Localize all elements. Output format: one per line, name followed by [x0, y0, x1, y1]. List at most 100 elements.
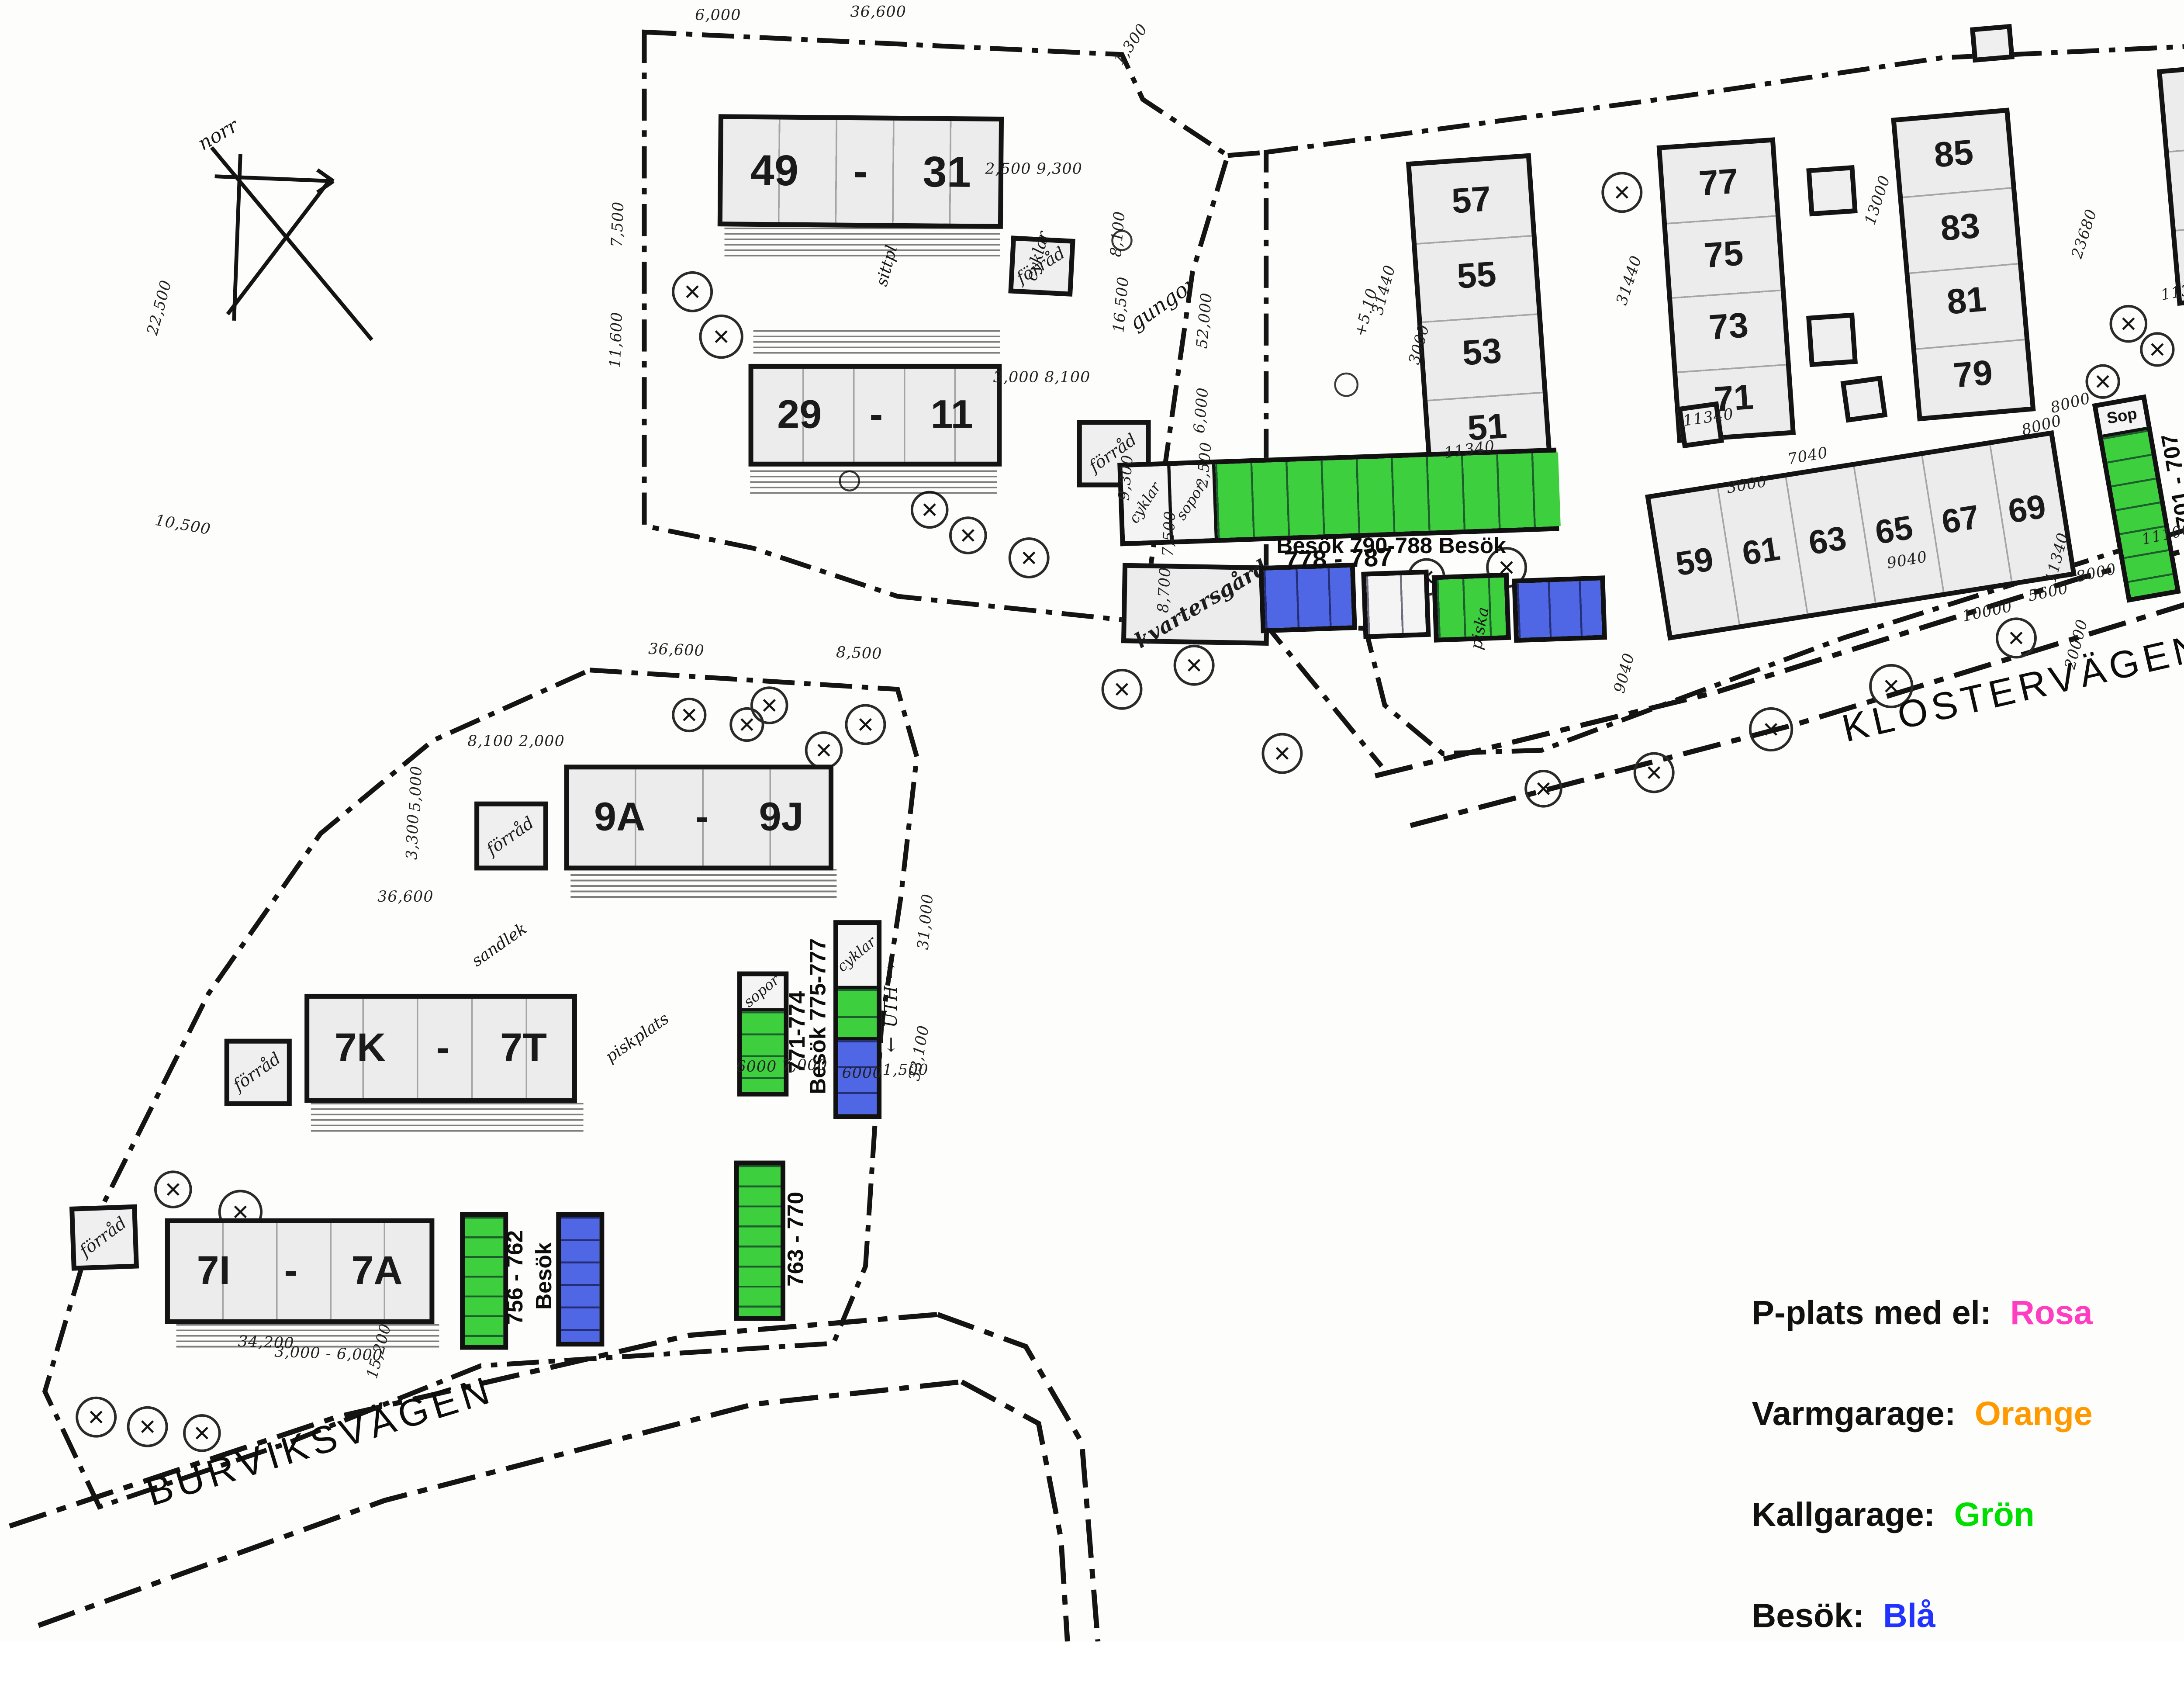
legend-value-gron: Grön: [1954, 1497, 2035, 1534]
tree-icon: [750, 686, 788, 724]
segment-label: cyklar: [835, 934, 880, 976]
parking-segment-garage: [739, 1165, 781, 1316]
legend: P-plats med el: Rosa Varmgarage: Orange …: [1752, 1295, 2093, 1699]
tree-icon: [127, 1406, 168, 1447]
site-plan-canvas: P-plats med el: Rosa Varmgarage: Orange …: [9, 4, 2184, 1642]
parking-segment-visitor: [1263, 567, 1352, 629]
tree-icon: [699, 314, 743, 359]
building-label: 59: [1673, 540, 1716, 583]
tree-cross-icon: [923, 503, 936, 516]
building-label: -: [436, 1025, 450, 1070]
building-label: 65: [1873, 509, 1916, 551]
tree-cross-icon: [859, 718, 872, 731]
shed-forrad: förråd: [474, 801, 548, 871]
tree-cross-icon: [2096, 375, 2109, 388]
legend-label: P-plats med el:: [1752, 1295, 1991, 1332]
north-arrow-head: [316, 168, 335, 194]
legend-row-kallgarage: Kallgarage: Grön: [1752, 1497, 2093, 1536]
tree-icon: [1996, 617, 2037, 659]
shed-forrad: förråd: [224, 1038, 292, 1106]
dimension-label: 3,000 8,100: [993, 369, 1091, 388]
parking-strip-besok-burvik: [556, 1211, 605, 1347]
tree-cross-icon: [1188, 659, 1201, 672]
parking-segment-garage: [742, 1010, 784, 1092]
tree-cross-icon: [1765, 723, 1778, 736]
legend-row-besok: Besök: Blå: [1752, 1598, 2093, 1637]
driveway-hatch: [753, 330, 1000, 356]
building-label: 7T: [500, 1025, 547, 1070]
north-arrow-icon: [214, 174, 334, 183]
driveway-hatch: [570, 869, 837, 901]
tree-cross-icon: [683, 708, 696, 722]
tree-icon: [1524, 769, 1562, 808]
segment-label: sopor: [742, 972, 784, 1011]
tree-icon: [672, 697, 707, 733]
building-49-31: 49-31: [717, 114, 1004, 229]
tree-icon: [845, 704, 886, 745]
building-label: 7A: [351, 1248, 403, 1293]
tree-icon: [2085, 364, 2120, 399]
legend-label: Varmgarage:: [1752, 1396, 1956, 1433]
bush-icon: [1334, 372, 1359, 397]
shed-small: [1806, 165, 1858, 217]
building-29-11: 29-11: [748, 363, 1002, 467]
parking-label: Besök 790-788 Besök: [1276, 532, 1506, 558]
dimension-label: 8,700: [1155, 566, 1175, 613]
legend-label: Besök:: [1752, 1598, 1864, 1635]
building-label: -: [869, 392, 883, 437]
building-label: -: [695, 794, 709, 839]
plan-scaler: P-plats med el: Rosa Varmgarage: Orange …: [9, 4, 2184, 1642]
parking-segment-garage: [1214, 452, 1561, 538]
tree-icon: [949, 516, 987, 554]
building-label: 7K: [334, 1025, 386, 1070]
road-line: [936, 1312, 1101, 1642]
segment-label: Sop: [2105, 406, 2139, 429]
dimension-label: 8,500: [836, 644, 883, 664]
tree-cross-icon: [1500, 561, 1513, 574]
building-label: 9A: [594, 794, 646, 839]
building-label: 63: [1806, 519, 1849, 562]
tree-cross-icon: [1885, 679, 1898, 692]
parking-segment-utility: sopor: [742, 972, 784, 1011]
dimension-label: 5,000: [407, 765, 427, 812]
building-label: 73: [1707, 304, 1750, 347]
tree-cross-icon: [1648, 766, 1661, 779]
parking-label: 763 - 770: [782, 1191, 808, 1287]
shed-label: förråd: [231, 1049, 286, 1096]
tree-cross-icon: [817, 744, 830, 757]
tree-icon: [2140, 332, 2175, 367]
tree-cross-icon: [1537, 782, 1550, 795]
legend-row-pplats: P-plats med el: Rosa: [1752, 1295, 2093, 1334]
building-label: 53: [1461, 330, 1503, 373]
dimension-label: 2,500 9,300: [985, 161, 1083, 179]
tree-icon: [76, 1396, 117, 1438]
tree-cross-icon: [686, 285, 699, 298]
shed-label: förråd: [484, 813, 539, 859]
tree-icon: [672, 271, 713, 312]
tree-cross-icon: [195, 1426, 208, 1439]
tree-cross-icon: [715, 330, 728, 343]
tree-cross-icon: [166, 1183, 180, 1196]
shed-label: förråd: [77, 1214, 131, 1261]
annotation-: ↓: [883, 1034, 899, 1057]
tree-icon: [154, 1170, 192, 1208]
tree-icon: [1008, 537, 1050, 578]
tree-cross-icon: [2010, 631, 2023, 644]
parking-segment-visitor: [561, 1216, 600, 1342]
dimension-label: 36,600: [377, 889, 434, 907]
tree-icon: [1173, 644, 1215, 686]
road-line: [1410, 602, 2184, 828]
building-9A-9J: 9A - 9J: [564, 765, 834, 871]
building-label: 11: [930, 392, 973, 437]
parking-label: 756 - 762: [501, 1230, 528, 1325]
building-label: 9J: [759, 794, 804, 839]
dimension-label: 3,300: [404, 813, 423, 860]
building-label: 61: [1739, 530, 1783, 573]
parking-segment-utility: [1366, 574, 1426, 634]
parcel-boundary: [42, 668, 919, 1510]
road-line: [1374, 548, 2184, 779]
building-label: 57: [1450, 178, 1493, 221]
parking-label: Besök: [530, 1242, 556, 1310]
